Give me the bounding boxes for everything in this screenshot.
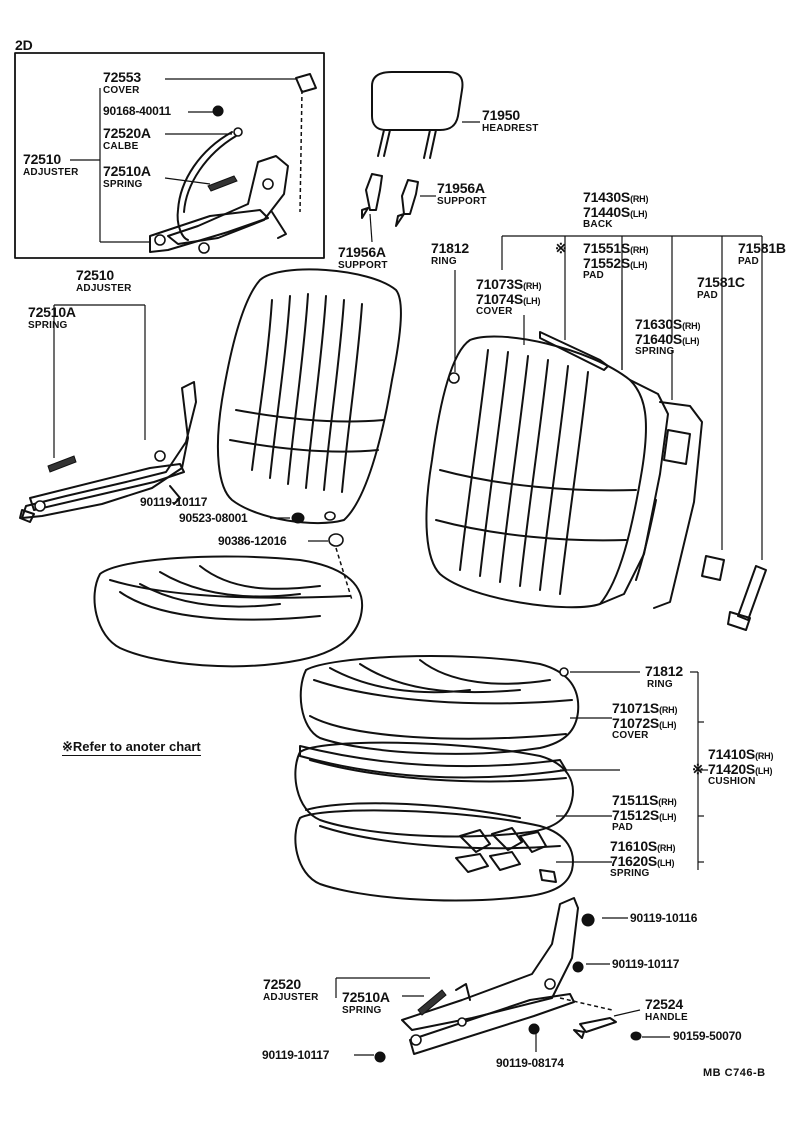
part-name-adjuster-low: ADJUSTER xyxy=(263,992,319,1003)
part-name-adjuster-inset: ADJUSTER xyxy=(23,167,79,178)
part-number-90119-08174: 90119-08174 xyxy=(496,1056,564,1070)
cushion-leaders xyxy=(556,671,708,870)
part-name-spring-low: SPRING xyxy=(342,1005,382,1016)
part-number-72553: 72553 xyxy=(103,69,141,85)
part-number-71073s: 71073S(RH) xyxy=(476,276,542,292)
part-number-72520a: 72520A xyxy=(103,125,151,141)
part-number-71956a-right: 71956A xyxy=(437,180,485,196)
refer-mark-cushion: ※ xyxy=(692,761,704,777)
part-number-71440s: 71440S(LH) xyxy=(583,204,648,220)
part-name-pad-71581c: PAD xyxy=(697,290,718,301)
part-number-90119-10117-mid: 90119-10117 xyxy=(140,495,208,509)
part-number-71511s: 71511S(RH) xyxy=(612,792,677,808)
part-name-ring-low: RING xyxy=(647,679,673,690)
headrest-supports xyxy=(361,173,436,243)
part-number-72520: 72520 xyxy=(263,976,301,992)
part-name-support-right: SUPPORT xyxy=(437,196,487,207)
part-number-71620s: 71620S(LH) xyxy=(610,853,675,869)
part-number-71630s: 71630S(RH) xyxy=(635,316,701,332)
part-number-72524: 72524 xyxy=(645,996,683,1012)
part-number-72510-mid: 72510 xyxy=(76,267,114,283)
part-number-71610s: 71610S(RH) xyxy=(610,838,676,854)
part-number-71950: 71950 xyxy=(482,107,520,123)
part-number-90119-10117-low: 90119-10117 xyxy=(612,957,680,971)
seat-cushion-front xyxy=(93,555,364,668)
part-name-spring-cushion: SPRING xyxy=(610,868,650,879)
part-name-ring-top: RING xyxy=(431,256,457,267)
part-name-headrest: HEADREST xyxy=(482,123,539,134)
part-number-90386-12016: 90386-12016 xyxy=(218,534,287,548)
part-number-90159-50070: 90159-50070 xyxy=(673,1029,742,1043)
part-number-72510a-low: 72510A xyxy=(342,989,390,1005)
part-number-71551s: 71551S(RH) xyxy=(583,240,649,256)
part-number-71956a-left: 71956A xyxy=(338,244,386,260)
part-name-adjuster-mid: ADJUSTER xyxy=(76,283,132,294)
part-number-71640s: 71640S(LH) xyxy=(635,331,700,347)
adjuster-bottom xyxy=(335,897,670,1063)
back-leaders xyxy=(454,235,763,560)
part-name-spring-mid: SPRING xyxy=(28,320,68,331)
headrest xyxy=(371,71,480,159)
inset-label: 2D xyxy=(15,37,33,53)
part-name-pad-cushion: PAD xyxy=(612,822,633,833)
part-name-back: BACK xyxy=(583,219,613,230)
part-name-cover-back: COVER xyxy=(476,306,513,317)
part-name-calbe: CALBE xyxy=(103,141,139,152)
part-number-72510a-inset: 72510A xyxy=(103,163,151,179)
mid-fasteners xyxy=(270,511,353,601)
part-name-pad-back: PAD xyxy=(583,270,604,281)
part-name-cushion: CUSHION xyxy=(708,776,756,787)
inset-frame xyxy=(14,52,325,259)
part-number-71581c: 71581C xyxy=(697,274,745,290)
part-number-90523-08001: 90523-08001 xyxy=(179,511,248,525)
part-name-handle: HANDLE xyxy=(645,1012,688,1023)
part-number-72510a-mid: 72510A xyxy=(28,304,76,320)
part-number-71072s: 71072S(LH) xyxy=(612,715,677,731)
part-number-71430s: 71430S(RH) xyxy=(583,189,649,205)
reference-code: MB C746-B xyxy=(703,1067,766,1079)
part-number-90119-10116: 90119-10116 xyxy=(630,911,698,925)
part-number-71812-top: 71812 xyxy=(431,240,469,256)
inset-adjuster-assembly xyxy=(149,73,317,254)
inset-leaders xyxy=(70,78,296,243)
part-name-spring-back: SPRING xyxy=(635,346,675,357)
refer-mark-back: ※ xyxy=(555,240,567,256)
part-number-71420s: 71420S(LH) xyxy=(708,761,773,777)
adjuster-middle xyxy=(19,304,197,523)
part-number-72510-inset: 72510 xyxy=(23,151,61,167)
part-name-spring-inset: SPRING xyxy=(103,179,143,190)
part-number-71074s: 71074S(LH) xyxy=(476,291,541,307)
part-name-cover: COVER xyxy=(103,85,140,96)
part-number-90119-10117-bottom-left: 90119-10117 xyxy=(262,1048,330,1062)
seat-back-rear xyxy=(425,331,767,631)
part-number-71552s: 71552S(LH) xyxy=(583,255,648,271)
lower-cushion-stack xyxy=(294,655,640,902)
part-number-71410s: 71410S(RH) xyxy=(708,746,774,762)
part-number-71071s: 71071S(RH) xyxy=(612,700,678,716)
refer-note: ※Refer to anoter chart xyxy=(62,739,201,756)
part-number-71512s: 71512S(LH) xyxy=(612,807,677,823)
seat-back-front xyxy=(216,268,402,525)
part-number-90168-40011: 90168-40011 xyxy=(103,104,171,118)
part-number-71581b: 71581B xyxy=(738,240,786,256)
part-name-pad-71581b: PAD xyxy=(738,256,759,267)
part-name-cover-cushion: COVER xyxy=(612,730,649,741)
part-name-support-left: SUPPORT xyxy=(338,260,388,271)
part-number-71812-low: 71812 xyxy=(645,663,683,679)
